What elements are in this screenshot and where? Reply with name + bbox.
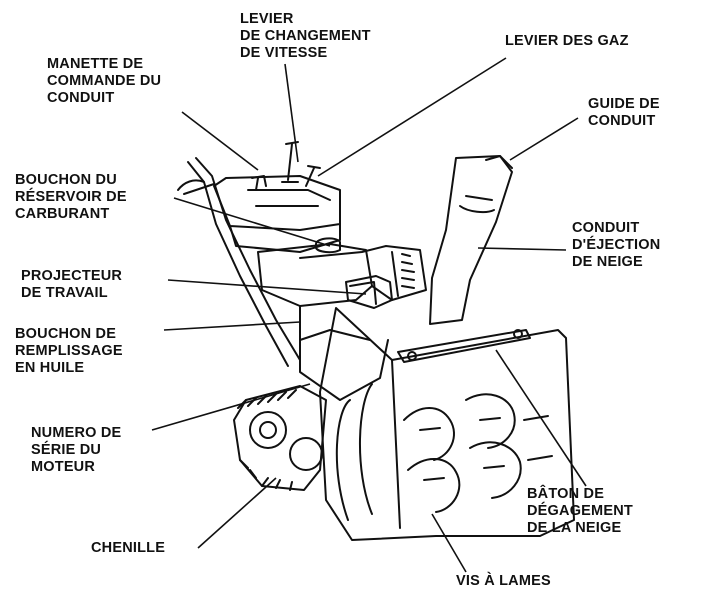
handle-bar — [196, 158, 300, 360]
label-line: EN HUILE — [15, 360, 123, 377]
control-panel — [214, 176, 340, 230]
label-line: SÉRIE DU — [31, 442, 121, 459]
label-projecteur-travail: PROJECTEUR DE TRAVAIL — [21, 268, 122, 302]
label-levier-gaz: LEVIER DES GAZ — [505, 33, 629, 50]
label-line: DÉGAGEMENT — [527, 503, 633, 520]
work-light — [346, 276, 392, 308]
label-line: CONDUIT — [572, 220, 660, 237]
label-line: NUMERO DE — [31, 425, 121, 442]
label-line: CARBURANT — [15, 206, 127, 223]
label-line: DE LA NEIGE — [527, 520, 633, 537]
label-line: CHENILLE — [91, 540, 165, 557]
label-line: RÉSERVOIR DE — [15, 189, 127, 206]
label-line: PROJECTEUR — [21, 268, 122, 285]
label-line: LEVIER — [240, 11, 371, 28]
label-line: DE TRAVAIL — [21, 285, 122, 302]
leader-lines — [152, 58, 586, 572]
label-line: COMMANDE DU — [47, 73, 161, 90]
snow-chute — [430, 156, 512, 324]
label-baton-degagement: BÂTON DE DÉGAGEMENT DE LA NEIGE — [527, 486, 633, 537]
label-line: DE CHANGEMENT — [240, 28, 371, 45]
label-line: BÂTON DE — [527, 486, 633, 503]
label-numero-serie: NUMERO DE SÉRIE DU MOTEUR — [31, 425, 121, 476]
label-guide-conduit: GUIDE DE CONDUIT — [588, 96, 660, 130]
label-line: CONDUIT — [47, 90, 161, 107]
label-levier-changement-vitesse: LEVIER DE CHANGEMENT DE VITESSE — [240, 11, 371, 62]
label-bouchon-reservoir: BOUCHON DU RÉSERVOIR DE CARBURANT — [15, 172, 127, 223]
label-line: GUIDE DE — [588, 96, 660, 113]
label-line: BOUCHON DE — [15, 326, 123, 343]
label-line: BOUCHON DU — [15, 172, 127, 189]
frame — [300, 306, 388, 400]
label-vis-lames: VIS À LAMES — [456, 573, 551, 590]
label-line: CONDUIT — [588, 113, 660, 130]
label-line: DE NEIGE — [572, 254, 660, 271]
label-line: D'ÉJECTION — [572, 237, 660, 254]
label-line: LEVIER DES GAZ — [505, 33, 629, 50]
label-manette-commande-conduit: MANETTE DE COMMANDE DU CONDUIT — [47, 56, 161, 107]
label-line: REMPLISSAGE — [15, 343, 123, 360]
label-line: DE VITESSE — [240, 45, 371, 62]
label-line: MANETTE DE — [47, 56, 161, 73]
label-chenille: CHENILLE — [91, 540, 165, 557]
label-line: MOTEUR — [31, 459, 121, 476]
label-conduit-ejection: CONDUIT D'ÉJECTION DE NEIGE — [572, 220, 660, 271]
label-line: VIS À LAMES — [456, 573, 551, 590]
label-bouchon-huile: BOUCHON DE REMPLISSAGE EN HUILE — [15, 326, 123, 377]
